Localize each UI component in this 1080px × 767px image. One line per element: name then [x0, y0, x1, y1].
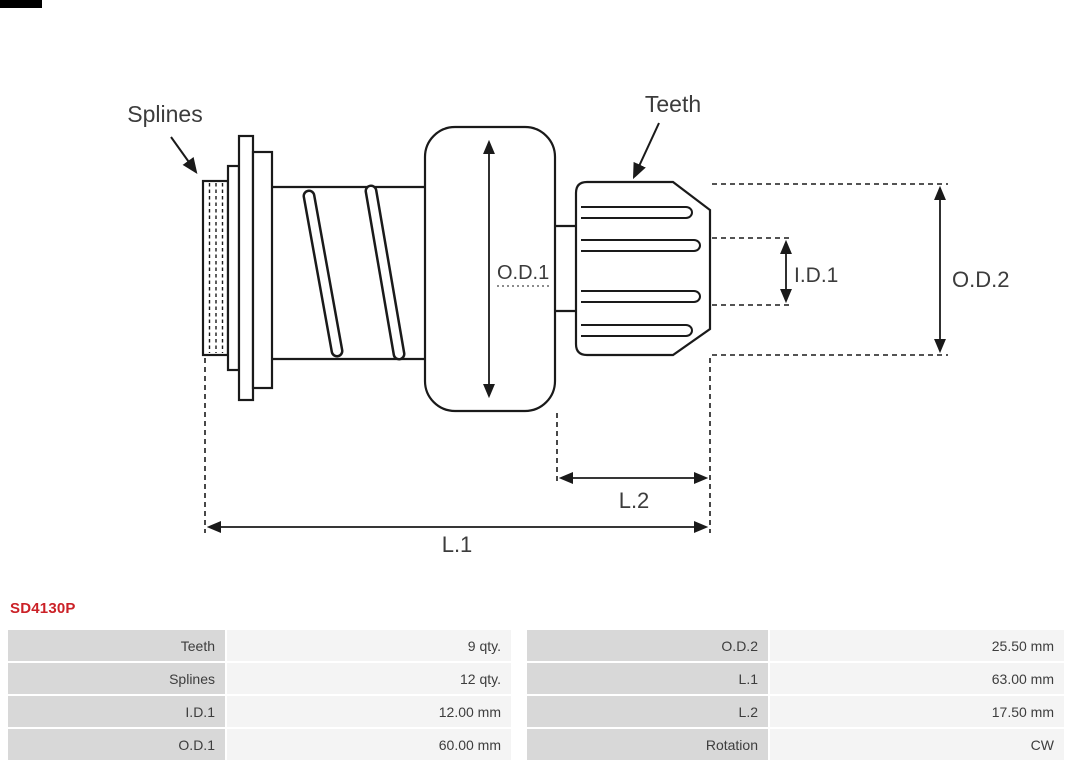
splines-pointer-arrow — [170, 136, 198, 174]
spec-value-cell: 17.50 mm — [770, 696, 1064, 727]
spec-label-cell: L.2 — [527, 696, 768, 727]
corner-artifact — [0, 0, 42, 8]
dimension-extension-lines — [204, 183, 948, 533]
dimension-arrows — [170, 122, 947, 534]
gear-teeth-grooves — [581, 206, 701, 337]
spec-value-cell: 25.50 mm — [770, 630, 1064, 661]
spec-label-cell: O.D.2 — [527, 630, 768, 661]
table-row: Teeth 9 qty. O.D.2 25.50 mm — [8, 630, 1064, 661]
spec-value-cell: CW — [770, 729, 1064, 760]
spec-label-cell: Splines — [8, 663, 225, 694]
column-gap — [513, 729, 525, 760]
spec-label-cell: I.D.1 — [8, 696, 225, 727]
label-id1: I.D.1 — [794, 264, 838, 287]
spline-hatching — [208, 183, 224, 353]
spec-value-cell: 63.00 mm — [770, 663, 1064, 694]
part-number: SD4130P — [10, 600, 76, 617]
column-gap — [513, 663, 525, 694]
spec-value-cell: 12 qty. — [227, 663, 511, 694]
label-od1: O.D.1 — [497, 262, 549, 284]
table-row: O.D.1 60.00 mm Rotation CW — [8, 729, 1064, 760]
starter-drive-diagram: Splines Teeth O.D.1 I.D.1 O.D.2 L.2 L.1 — [127, 91, 1009, 557]
spec-label-cell: Rotation — [527, 729, 768, 760]
technical-drawing: Splines Teeth O.D.1 I.D.1 O.D.2 L.2 L.1 — [127, 91, 1009, 557]
hub-disc — [251, 150, 274, 390]
label-l1: L.1 — [442, 532, 473, 557]
spec-table: Teeth 9 qty. O.D.2 25.50 mm Splines 12 q… — [8, 630, 1064, 760]
column-gap — [513, 630, 525, 661]
drive-spring — [302, 184, 406, 361]
spec-label-cell: Teeth — [8, 630, 225, 661]
spec-value-cell: 12.00 mm — [227, 696, 511, 727]
teeth-pointer-arrow — [632, 122, 660, 180]
label-l2: L.2 — [619, 488, 650, 513]
washer-disc — [226, 164, 241, 372]
pinion-gear — [574, 180, 712, 357]
label-splines: Splines — [127, 101, 202, 127]
label-od2: O.D.2 — [952, 267, 1009, 292]
label-teeth: Teeth — [645, 91, 701, 117]
spec-label-cell: O.D.1 — [8, 729, 225, 760]
spec-value-cell: 60.00 mm — [227, 729, 511, 760]
spec-label-cell: L.1 — [527, 663, 768, 694]
spec-value-cell: 9 qty. — [227, 630, 511, 661]
drive-assembly — [201, 125, 712, 413]
table-row: Splines 12 qty. L.1 63.00 mm — [8, 663, 1064, 694]
table-row: I.D.1 12.00 mm L.2 17.50 mm — [8, 696, 1064, 727]
column-gap — [513, 696, 525, 727]
flange-disc — [237, 134, 255, 402]
